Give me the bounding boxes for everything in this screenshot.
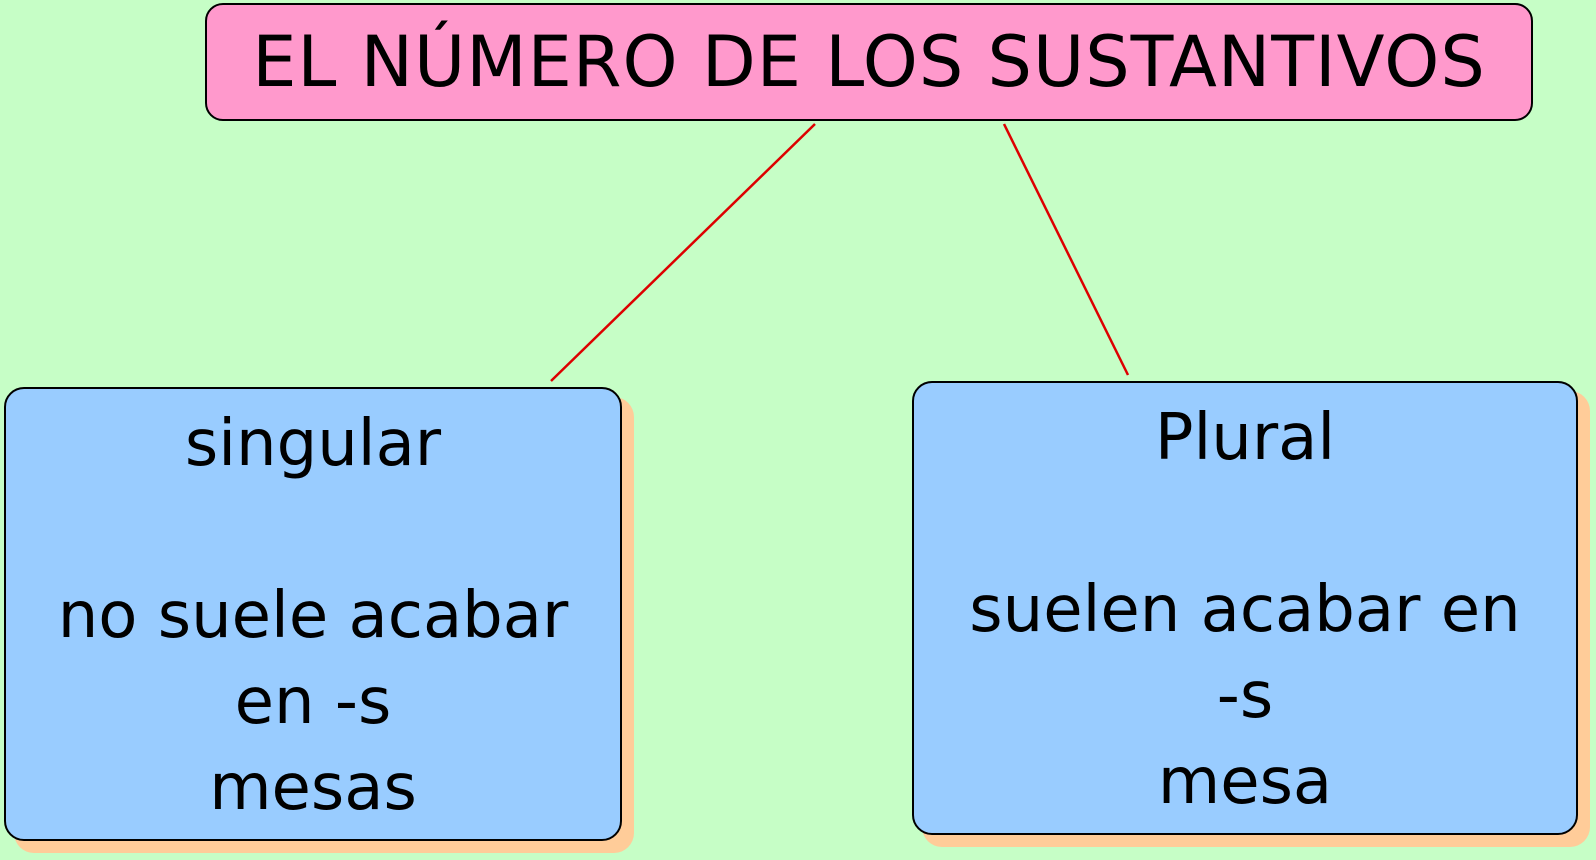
diagram-title-text: EL NÚMERO DE LOS SUSTANTIVOS [252,21,1486,103]
singular-rule-line-2: en -s [234,665,392,739]
plural-example: mesa [1157,745,1333,819]
diagram-title: EL NÚMERO DE LOS SUSTANTIVOS [205,3,1533,121]
singular-rule-line-1: no suele acabar [57,579,569,653]
plural-rule-line-1: suelen acabar en [969,573,1521,647]
plural-card: Plural suelen acabar en -s mesa [912,381,1578,835]
plural-heading: Plural [1154,401,1336,475]
plural-rule-line-2: -s [1216,659,1274,733]
singular-card: singular no suele acabar en -s mesas [4,387,622,841]
singular-example: mesas [209,751,417,825]
connector-to-plural [1002,123,1130,376]
singular-heading: singular [184,407,442,481]
connector-to-singular [550,123,816,382]
